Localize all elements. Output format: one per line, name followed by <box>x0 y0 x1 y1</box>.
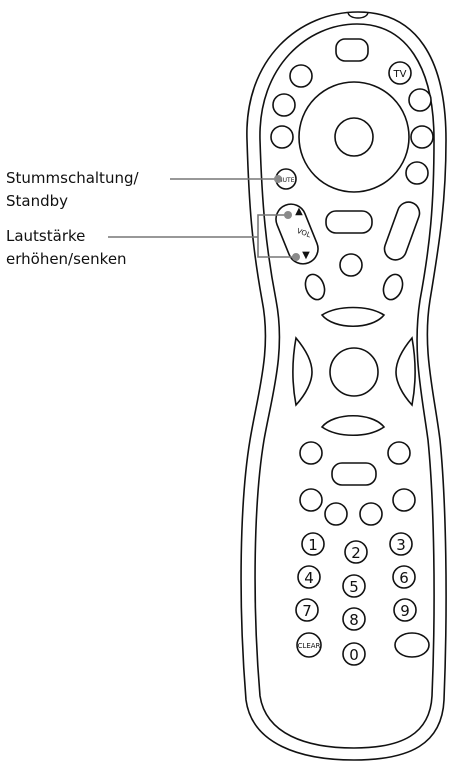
vol-up-glyph: ▲ <box>295 206 303 217</box>
button-row-1[interactable] <box>300 489 322 511</box>
key-2[interactable]: 2 <box>345 541 367 563</box>
button-right-upper[interactable] <box>409 89 431 111</box>
mute-callout-line2: Standby <box>6 192 68 211</box>
button-right-lower[interactable] <box>411 126 433 148</box>
clear-button[interactable]: CLEAR <box>297 633 321 657</box>
vol-down-glyph: ▼ <box>302 250 310 261</box>
button-row-3[interactable] <box>360 503 382 525</box>
button-lower-left[interactable] <box>300 442 322 464</box>
volume-up-dot <box>284 211 292 219</box>
clear-label: CLEAR <box>298 642 321 650</box>
button-left-upper[interactable] <box>273 94 295 116</box>
top-oval-button[interactable] <box>336 39 368 61</box>
mute-callout-line1: Stummschaltung/ <box>6 169 139 188</box>
key-9[interactable]: 9 <box>394 599 416 621</box>
nav-center-button[interactable] <box>330 348 378 396</box>
volume-callout-line2: erhöhen/senken <box>6 250 127 269</box>
key-6[interactable]: 6 <box>393 566 415 588</box>
button-row-4[interactable] <box>393 489 415 511</box>
key-8-label: 8 <box>349 611 359 629</box>
volume-down-dot <box>292 253 300 261</box>
key-1-label: 1 <box>308 536 318 554</box>
enter-button[interactable] <box>395 633 429 657</box>
key-5-label: 5 <box>349 578 359 596</box>
key-3-label: 3 <box>396 536 406 554</box>
channel-button[interactable] <box>326 211 372 233</box>
mute-leader-dot <box>274 175 282 183</box>
key-2-label: 2 <box>351 544 361 562</box>
key-1[interactable]: 1 <box>302 533 324 555</box>
key-9-label: 9 <box>400 602 410 620</box>
ok-button[interactable] <box>335 118 373 156</box>
key-4-label: 4 <box>304 569 314 587</box>
key-0-label: 0 <box>349 646 359 664</box>
key-4[interactable]: 4 <box>298 566 320 588</box>
key-7-label: 7 <box>302 602 312 620</box>
button-right-mid[interactable] <box>406 162 428 184</box>
button-center-small[interactable] <box>340 254 362 276</box>
key-6-label: 6 <box>399 569 409 587</box>
key-3[interactable]: 3 <box>390 533 412 555</box>
key-5[interactable]: 5 <box>343 575 365 597</box>
key-8[interactable]: 8 <box>343 608 365 630</box>
tv-button[interactable]: TV <box>389 62 411 84</box>
key-0[interactable]: 0 <box>343 643 365 665</box>
volume-callout-line1: Lautstärke <box>6 227 85 246</box>
button-top-left[interactable] <box>290 65 312 87</box>
button-left-lower[interactable] <box>271 126 293 148</box>
tv-label: TV <box>393 69 407 80</box>
button-row-2[interactable] <box>325 503 347 525</box>
button-lower-right[interactable] <box>388 442 410 464</box>
key-7[interactable]: 7 <box>296 599 318 621</box>
lower-oval-button[interactable] <box>332 463 376 485</box>
